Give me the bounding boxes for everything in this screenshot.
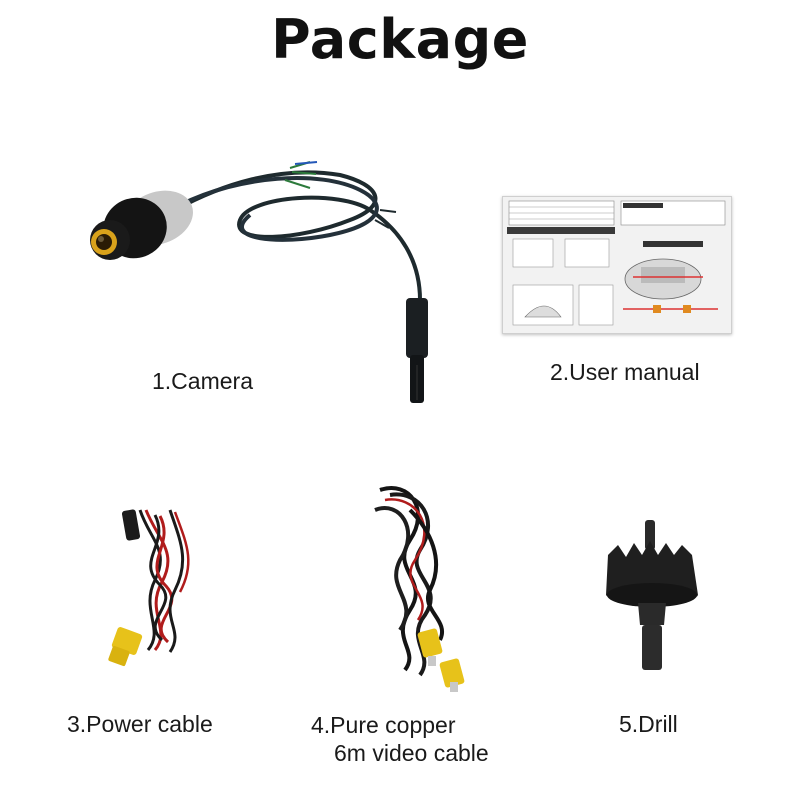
video-cable-label-line1: 4.Pure copper: [311, 712, 456, 738]
camera-label: 1.Camera: [152, 368, 253, 394]
power-cable-label: 3.Power cable: [67, 711, 213, 737]
video-cable-icon: [374, 486, 465, 692]
video-cable-label-line2: 6m video cable: [334, 740, 489, 766]
page-title: Package: [271, 8, 529, 71]
drill-label: 5.Drill: [619, 711, 678, 737]
video-cable-image: [350, 470, 480, 700]
power-cable-image: [100, 490, 210, 680]
camera-icon: [90, 161, 428, 403]
drill-icon: [606, 520, 698, 670]
user-manual-label: 2.User manual: [550, 359, 700, 385]
power-cable-icon: [108, 509, 190, 667]
user-manual-image: [502, 196, 732, 334]
drill-image: [598, 515, 708, 685]
camera-image: [80, 150, 460, 410]
user-manual-icon: [507, 200, 726, 326]
